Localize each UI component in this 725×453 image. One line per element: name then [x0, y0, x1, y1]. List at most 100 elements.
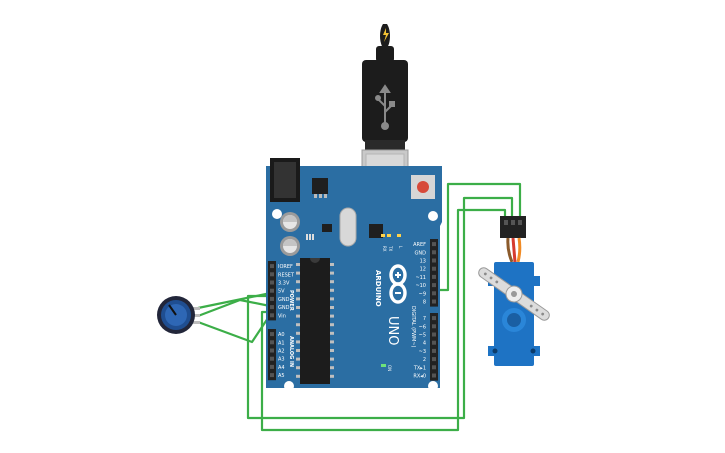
on-label: ON [387, 365, 392, 371]
wire-pot-3[interactable] [197, 311, 273, 344]
digital-bottom-pin-3[interactable] [432, 340, 436, 345]
digital-bottom-pin-1[interactable] [432, 324, 436, 329]
digital-top-pin-label: AREF [413, 242, 426, 248]
potentiometer-knob-indicator [168, 304, 177, 316]
analog-pin-label: A2 [278, 349, 285, 355]
digital-top-pin-label: 8 [423, 300, 426, 306]
led-rx-label: RX [382, 246, 387, 252]
analog-pin-5[interactable] [270, 373, 274, 378]
digital-bottom-pin-label: 4 [423, 341, 426, 347]
power-led: ON [381, 364, 392, 371]
digital-bottom-pin-label: RX◂0 [413, 374, 426, 380]
digital-bottom-pin-6[interactable] [432, 365, 436, 370]
power-pin-label: IOREF [278, 264, 293, 270]
power-pin-label: 5V [278, 289, 285, 295]
digital-header-label: DIGITAL (PWM~) [410, 306, 416, 348]
analog-pin-2[interactable] [270, 348, 274, 353]
digital-header-top[interactable] [430, 239, 438, 307]
mounting-hole [428, 211, 438, 221]
analog-pin-label: A5 [278, 373, 285, 379]
wire-pot-1[interactable] [197, 292, 270, 310]
digital-bottom-pin-0[interactable] [432, 316, 436, 321]
power-pin-4[interactable] [270, 296, 274, 301]
digital-top-pin-label: GND [415, 250, 427, 256]
arduino-board[interactable]: RX TX L ON ARDUINO UNO DIGITAL (PWM~) [266, 158, 442, 391]
analog-pin-label: A4 [278, 365, 285, 371]
digital-top-pin-7[interactable] [432, 299, 436, 304]
analog-pin-label: A3 [278, 357, 285, 363]
digital-top-pin-5[interactable] [432, 283, 436, 288]
power-pin-label: GND [278, 305, 290, 311]
digital-bottom-pin-4[interactable] [432, 348, 436, 353]
digital-bottom-pin-5[interactable] [432, 357, 436, 362]
capacitor [280, 212, 300, 232]
servo-connector [500, 216, 526, 238]
led-l-label: L [398, 246, 403, 249]
analog-pin-label: A1 [278, 340, 285, 346]
wire-servo-signal[interactable] [440, 182, 522, 292]
brand-label: ARDUINO [374, 270, 382, 307]
digital-top-pin-label: ~9 [419, 291, 426, 297]
digital-bottom-pin-7[interactable] [432, 373, 436, 378]
analog-pin-3[interactable] [270, 356, 274, 361]
analog-pin-1[interactable] [270, 340, 274, 345]
mounting-hole [272, 209, 282, 219]
micro-servo[interactable] [475, 216, 553, 366]
power-pin-3[interactable] [270, 288, 274, 293]
model-label: UNO [385, 316, 400, 345]
digital-top-pin-1[interactable] [432, 250, 436, 255]
wire-servo-power[interactable] [246, 196, 514, 420]
led-tx-label: TX [388, 245, 393, 251]
digital-top-pin-2[interactable] [432, 258, 436, 263]
power-header[interactable] [268, 261, 276, 321]
atmega-chip [296, 258, 334, 384]
digital-top-pin-4[interactable] [432, 274, 436, 279]
wire-servo-ground[interactable] [260, 208, 507, 432]
power-pin-label: 3.3V [278, 281, 290, 287]
analog-pin-0[interactable] [270, 332, 274, 337]
mounting-hole [284, 381, 294, 391]
digital-bottom-pin-label: ~3 [419, 349, 426, 355]
analog-header-label: ANALOG IN [288, 336, 294, 367]
power-pin-label: RESET [278, 272, 295, 278]
power-pin-label: Vin [278, 313, 286, 319]
usb-chip [369, 224, 383, 238]
status-leds: RX TX L [381, 234, 403, 252]
arduino-logo-icon [389, 264, 407, 304]
digital-top-pin-label: 12 [420, 267, 426, 273]
crystal-oscillator [339, 207, 357, 247]
digital-top-pin-label: ~10 [415, 283, 426, 289]
power-pin-label: GND [278, 297, 290, 303]
voltage-regulator [312, 178, 328, 194]
digital-top-pin-0[interactable] [432, 242, 436, 247]
digital-top-pin-3[interactable] [432, 266, 436, 271]
digital-bottom-pin-label: 2 [423, 357, 426, 363]
servo-horn[interactable] [475, 263, 553, 324]
capacitor [280, 236, 300, 256]
power-pin-2[interactable] [270, 280, 274, 285]
power-pin-0[interactable] [270, 264, 274, 269]
digital-top-pin-label: ~11 [415, 275, 426, 281]
digital-bottom-pin-2[interactable] [432, 332, 436, 337]
wire-pot-2[interactable] [197, 298, 271, 318]
digital-bottom-pin-label: ~5 [419, 333, 426, 339]
digital-top-pin-label: 13 [420, 259, 426, 265]
analog-header[interactable] [268, 329, 276, 381]
digital-top-pin-6[interactable] [432, 291, 436, 296]
power-pin-5[interactable] [270, 305, 274, 310]
reset-button[interactable] [411, 175, 435, 199]
digital-bottom-pin-label: ~6 [419, 324, 426, 330]
wires [197, 182, 522, 432]
power-header-label: POWER [288, 290, 294, 311]
mounting-hole [428, 381, 438, 391]
digital-header-bottom[interactable] [430, 313, 438, 381]
power-pin-1[interactable] [270, 272, 274, 277]
analog-pin-4[interactable] [270, 364, 274, 369]
analog-pin-label: A0 [278, 332, 285, 338]
potentiometer[interactable] [157, 296, 200, 334]
usb-lightning-icon [383, 28, 389, 42]
digital-bottom-pin-label: TX▸1 [413, 365, 426, 371]
digital-bottom-pin-label: 7 [423, 316, 426, 322]
power-pin-6[interactable] [270, 313, 274, 318]
